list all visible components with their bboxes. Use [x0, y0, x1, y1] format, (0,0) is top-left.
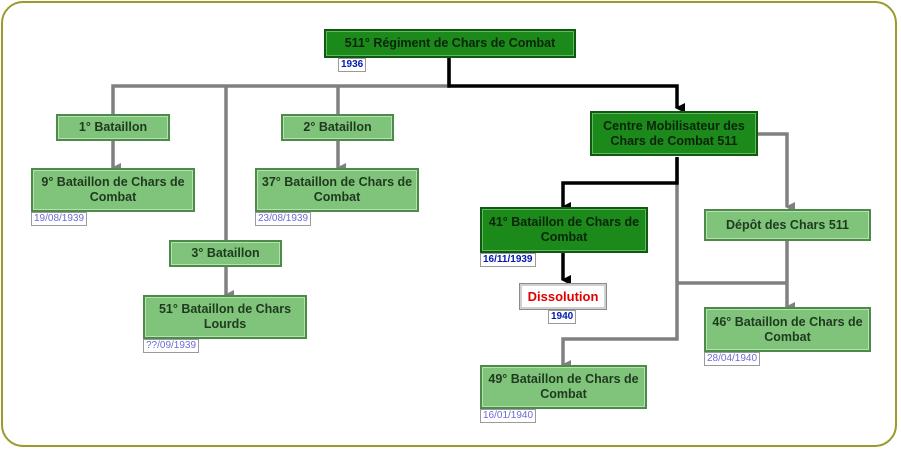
- bcc46-label: 46° Bataillon de Chars de Combat: [712, 314, 863, 344]
- connector-cm-bcc49: [561, 157, 679, 370]
- bataillon1-label: 1° Bataillon: [78, 120, 148, 134]
- bataillon1-box: 1° Bataillon: [56, 114, 170, 141]
- bcc46-box: 46° Bataillon de Chars de Combat: [704, 307, 871, 352]
- connector-cm-bcc41: [561, 157, 679, 212]
- bataillon3-label: 3° Bataillon: [191, 246, 260, 260]
- bcc49-box: 49° Bataillon de Chars de Combat: [480, 365, 647, 409]
- bataillon2-label: 2° Bataillon: [303, 120, 372, 134]
- bcc9-label: 9° Bataillon de Chars de Combat: [41, 175, 185, 204]
- bcc9-box: 9° Bataillon de Chars de Combat: [31, 168, 195, 212]
- bcc41-date: 16/11/1939: [480, 253, 536, 267]
- dissolution-box: Dissolution: [519, 283, 607, 310]
- connector-cm-depot: [757, 132, 795, 212]
- regiment-date: 1936: [338, 58, 367, 72]
- cm511-label: Centre Mobilisateur des Chars de Combat …: [603, 118, 745, 148]
- bcc41-label: 41° Bataillon de Chars de Combat: [488, 215, 640, 244]
- dissolution-label: Dissolution: [527, 289, 599, 304]
- bataillon2-box: 2° Bataillon: [281, 114, 394, 141]
- cm511-box: Centre Mobilisateur des Chars de Combat …: [590, 111, 758, 156]
- bcc41-box: 41° Bataillon de Chars de Combat: [480, 207, 648, 253]
- bcc37-box: 37° Bataillon de Chars de Combat: [255, 168, 419, 212]
- bcc49-label: 49° Bataillon de Chars de Combat: [488, 372, 639, 401]
- bcl51-date: ??/09/1939: [143, 339, 200, 353]
- regiment-label: 511° Régiment de Chars de Combat: [344, 36, 556, 50]
- bcc9-date: 19/08/1939: [31, 212, 88, 226]
- bcc37-label: 37° Bataillon de Chars de Combat: [261, 175, 413, 204]
- connector-regiment-bus: [111, 57, 451, 114]
- bcl51-label: 51° Bataillon de Chars Lourds: [158, 302, 292, 331]
- regiment-box: 511° Régiment de Chars de Combat: [324, 29, 576, 58]
- bcl51-box: 51° Bataillon de Chars Lourds: [143, 295, 307, 339]
- connector-regiment-cm: [447, 57, 685, 113]
- bcc46-date: 28/04/1940: [704, 352, 761, 366]
- bcc49-date: 16/01/1940: [480, 409, 537, 423]
- dissolution-date: 1940: [548, 310, 577, 324]
- depot511-box: Dépôt des Chars 511: [704, 209, 871, 241]
- bcc37-date: 23/08/1939: [255, 212, 312, 226]
- depot511-label: Dépôt des Chars 511: [726, 217, 849, 232]
- bataillon3-box: 3° Bataillon: [169, 240, 282, 267]
